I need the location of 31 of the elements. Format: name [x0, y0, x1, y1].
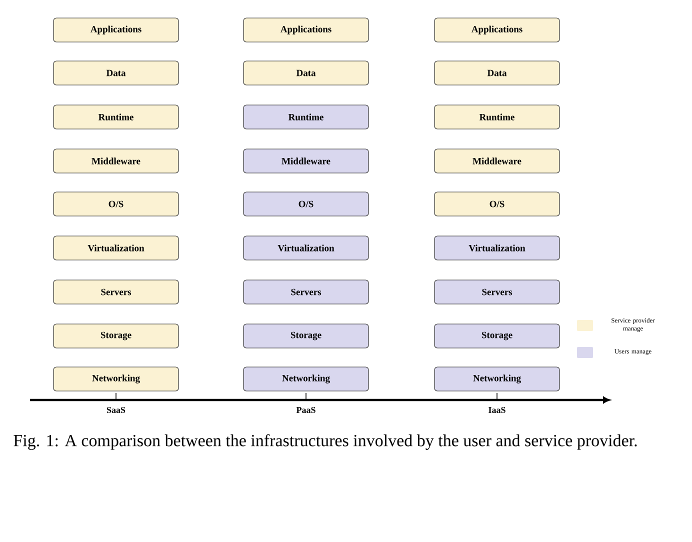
layer-box: Servers — [434, 280, 560, 304]
layer-box: Servers — [53, 280, 179, 304]
axis-label: PaaS — [296, 406, 316, 414]
layer-box: Data — [434, 60, 560, 86]
layer-box: Networking — [434, 366, 560, 392]
layer-box: Virtualization — [434, 236, 560, 260]
layer-box: Networking — [243, 366, 369, 392]
layer-box: O/S — [53, 192, 179, 216]
layer-box: Data — [243, 60, 369, 86]
layer-box: Runtime — [434, 104, 560, 130]
layer-box: Applications — [434, 18, 560, 42]
axis-label: IaaS — [488, 406, 506, 414]
layer-box: Middleware — [53, 148, 179, 174]
layer-box: Runtime — [53, 104, 179, 130]
layer-box: Storage — [53, 324, 179, 348]
layer-box: Middleware — [243, 148, 369, 174]
layer-box: Storage — [243, 324, 369, 348]
layer-box: Data — [53, 60, 179, 86]
layer-box: Virtualization — [53, 236, 179, 260]
layer-box: Networking — [53, 366, 179, 392]
axis-label: SaaS — [106, 406, 126, 414]
caption: Fig. 1: A comparison between the infrastructures involved by the user and service provider. — [14, 434, 637, 450]
layer-box: Virtualization — [243, 236, 369, 260]
layer-box: O/S — [434, 192, 560, 216]
layer-box: Servers — [243, 280, 369, 304]
layer-box: Storage — [434, 324, 560, 348]
layer-box: Middleware — [434, 148, 560, 174]
layer-box: Applications — [53, 18, 179, 42]
layer-box: O/S — [243, 192, 369, 216]
layer-box: Runtime — [243, 104, 369, 130]
layer-box: Applications — [243, 18, 369, 42]
